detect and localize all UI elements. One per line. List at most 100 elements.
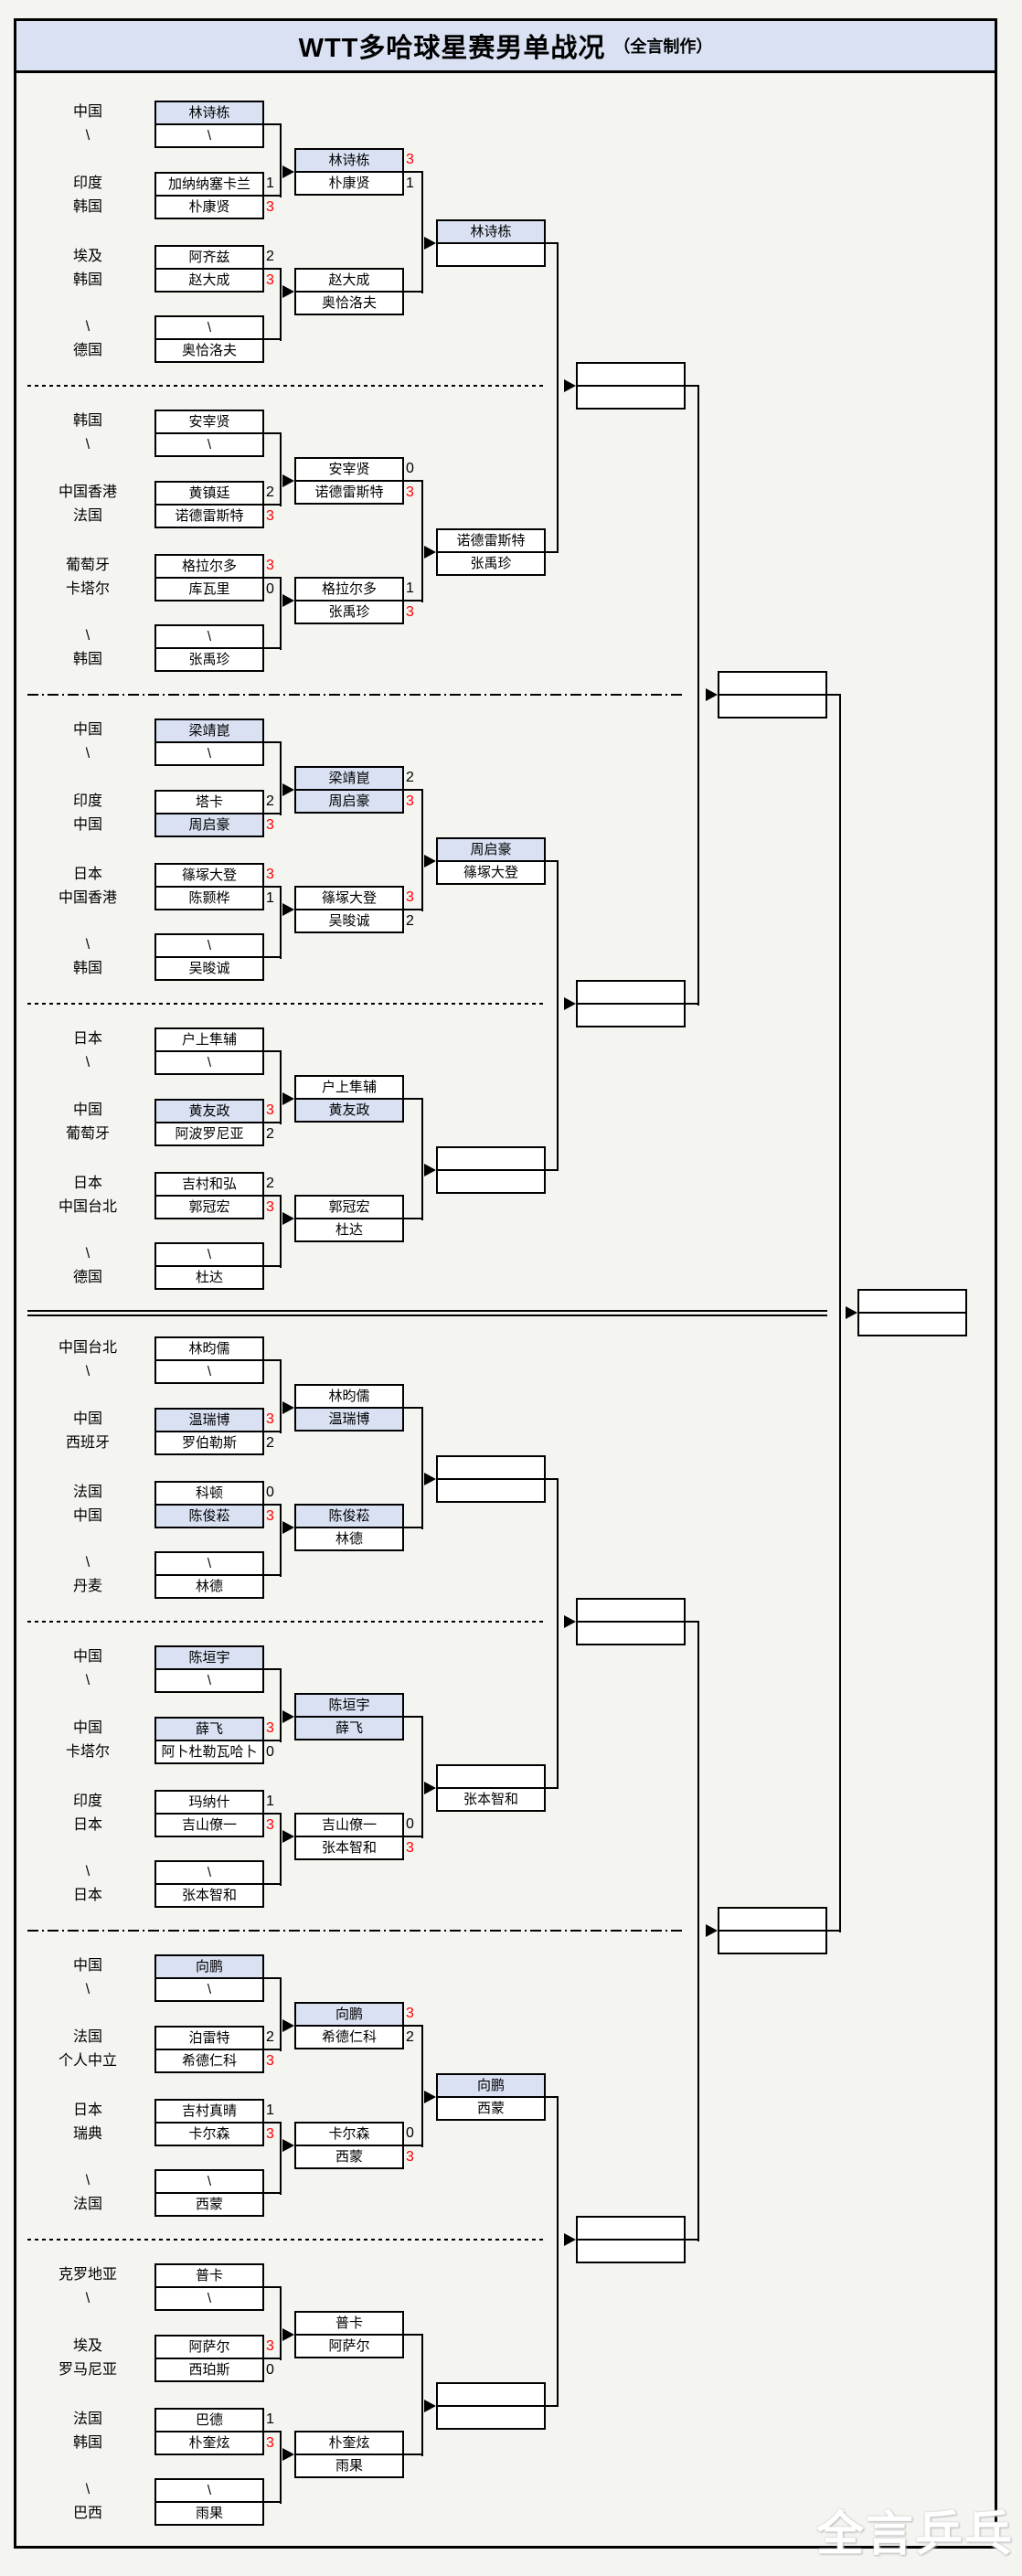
- score-label: 3: [266, 867, 274, 882]
- round1-match-box: 篠塚大登陈颢桦: [154, 863, 264, 910]
- connector-line: [686, 385, 699, 387]
- player-name: 朴奎炫: [296, 2432, 402, 2455]
- round1-match-box: 向鹏\: [154, 1954, 264, 2002]
- connector-line: [557, 1479, 559, 1788]
- score-label: 3: [266, 2435, 274, 2451]
- player-name: 向鹏: [296, 2004, 402, 2027]
- player-name: 朴康贤: [328, 176, 370, 191]
- score-label: 0: [266, 581, 274, 597]
- connector-line: [546, 1169, 559, 1171]
- player-name: 格拉尔多: [296, 579, 402, 601]
- player-name: 篠塚大登: [156, 865, 262, 888]
- country-label: 中国: [72, 1958, 102, 1974]
- round1-match-box: 泊雷特希德仁科: [154, 2026, 264, 2073]
- score-label: 2: [266, 2029, 274, 2045]
- country-label: \: [85, 2291, 90, 2306]
- player-name: 周启豪: [438, 839, 544, 862]
- round3-match-box: [436, 1455, 546, 1503]
- bracket-frame: WTT多哈球星赛男单战况 （全言制作）: [14, 18, 997, 2549]
- player-name: 黄友政: [296, 1100, 402, 1121]
- player-name: 薛飞: [296, 1718, 402, 1739]
- round1-match-box: \吴晙诚: [154, 933, 264, 981]
- round2-match-box: 陈垣宇薛飞: [294, 1693, 404, 1740]
- round1-match-box: 塔卡周启豪: [154, 790, 264, 837]
- quarterfinal-box: [576, 980, 686, 1027]
- player-name: [578, 2241, 684, 2262]
- score-label: 3: [266, 558, 274, 573]
- round1-match-box: 林昀儒\: [154, 1336, 264, 1384]
- separator-line: [27, 1003, 546, 1005]
- player-name: [438, 1171, 544, 1192]
- player-name: [578, 1600, 684, 1623]
- connector-line: [421, 2335, 423, 2456]
- player-name: 吉村和弘: [156, 1174, 262, 1197]
- quarterfinal-box: [576, 1598, 686, 1645]
- score-label: 3: [406, 889, 414, 905]
- player-name: [438, 1148, 544, 1171]
- connector-line: [264, 195, 282, 197]
- connector-line: [264, 1050, 282, 1052]
- round2-match-box: 卡尔森西蒙: [294, 2122, 404, 2169]
- country-label: 韩国: [72, 2435, 102, 2451]
- country-label: 中国: [72, 1102, 102, 1118]
- round3-match-box: 张本智和: [436, 1764, 546, 1812]
- watermark: 全言乒乓: [816, 2508, 1015, 2561]
- player-name: 吴晙诚: [328, 913, 370, 929]
- round1-match-box: 普卡\: [154, 2263, 264, 2311]
- player-name: 陈垣宇: [296, 1695, 402, 1718]
- player-name: 阿齐兹: [156, 247, 262, 270]
- country-label: 法国: [72, 508, 102, 524]
- connector-line: [264, 2192, 282, 2194]
- connector-line: [404, 291, 423, 293]
- connector-line: [546, 2405, 559, 2407]
- score-label: 3: [266, 2338, 274, 2354]
- connector-line: [280, 2432, 282, 2504]
- country-label: 埃及: [72, 249, 102, 264]
- connector-line: [264, 813, 282, 814]
- score-label: 1: [266, 176, 274, 191]
- country-label: 中国香港: [58, 484, 117, 500]
- score-label: 3: [266, 1199, 274, 1215]
- country-label: 印度: [72, 176, 102, 191]
- player-name: 玛纳什: [156, 1792, 262, 1815]
- country-label: 中国: [72, 722, 102, 738]
- round2-match-box: 郭冠宏杜达: [294, 1195, 404, 1242]
- connector-line: [264, 268, 282, 270]
- country-label: 卡塔尔: [65, 581, 110, 597]
- connector-line: [280, 433, 282, 506]
- connector-line: [280, 1814, 282, 1886]
- score-label: 3: [406, 604, 414, 620]
- player-name: [438, 1480, 544, 1501]
- title-bar: WTT多哈球星赛男单战况 （全言制作）: [16, 21, 995, 73]
- player-name: [438, 2407, 544, 2428]
- score-label: 3: [406, 793, 414, 809]
- player-name: 罗伯勒斯: [181, 1435, 237, 1451]
- player-name: 西蒙: [335, 2149, 363, 2165]
- round2-match-box: 林诗栋朴康贤: [294, 148, 404, 196]
- player-name: 阿萨尔: [156, 2336, 262, 2359]
- country-label: 中国: [72, 1508, 102, 1524]
- country-label: 中国: [72, 1720, 102, 1736]
- player-name: 梁靖崑: [156, 720, 262, 743]
- score-label: 1: [266, 2102, 274, 2118]
- score-label: 2: [406, 2029, 414, 2045]
- score-label: 2: [266, 1435, 274, 1451]
- player-name: 吴晙诚: [188, 961, 230, 976]
- arrow-icon: [282, 1401, 294, 1414]
- country-label: 德国: [72, 1270, 102, 1285]
- player-name: [578, 364, 684, 387]
- player-name: 奥恰洛夫: [181, 343, 237, 358]
- connector-line: [404, 1716, 423, 1718]
- semifinal-box: [718, 671, 827, 719]
- arrow-icon: [282, 903, 294, 916]
- player-name: 奥恰洛夫: [321, 295, 377, 311]
- connector-line: [404, 909, 423, 910]
- connector-line: [280, 2287, 282, 2360]
- round1-match-box: 科顿陈俊菘: [154, 1481, 264, 1528]
- player-name: 吉山僚一: [296, 1815, 402, 1837]
- round1-match-box: 黄友政阿波罗尼亚: [154, 1099, 264, 1146]
- connector-line: [264, 504, 282, 506]
- player-name: [859, 1314, 965, 1335]
- player-name: 郭冠宏: [188, 1199, 230, 1215]
- player-name: [438, 1457, 544, 1480]
